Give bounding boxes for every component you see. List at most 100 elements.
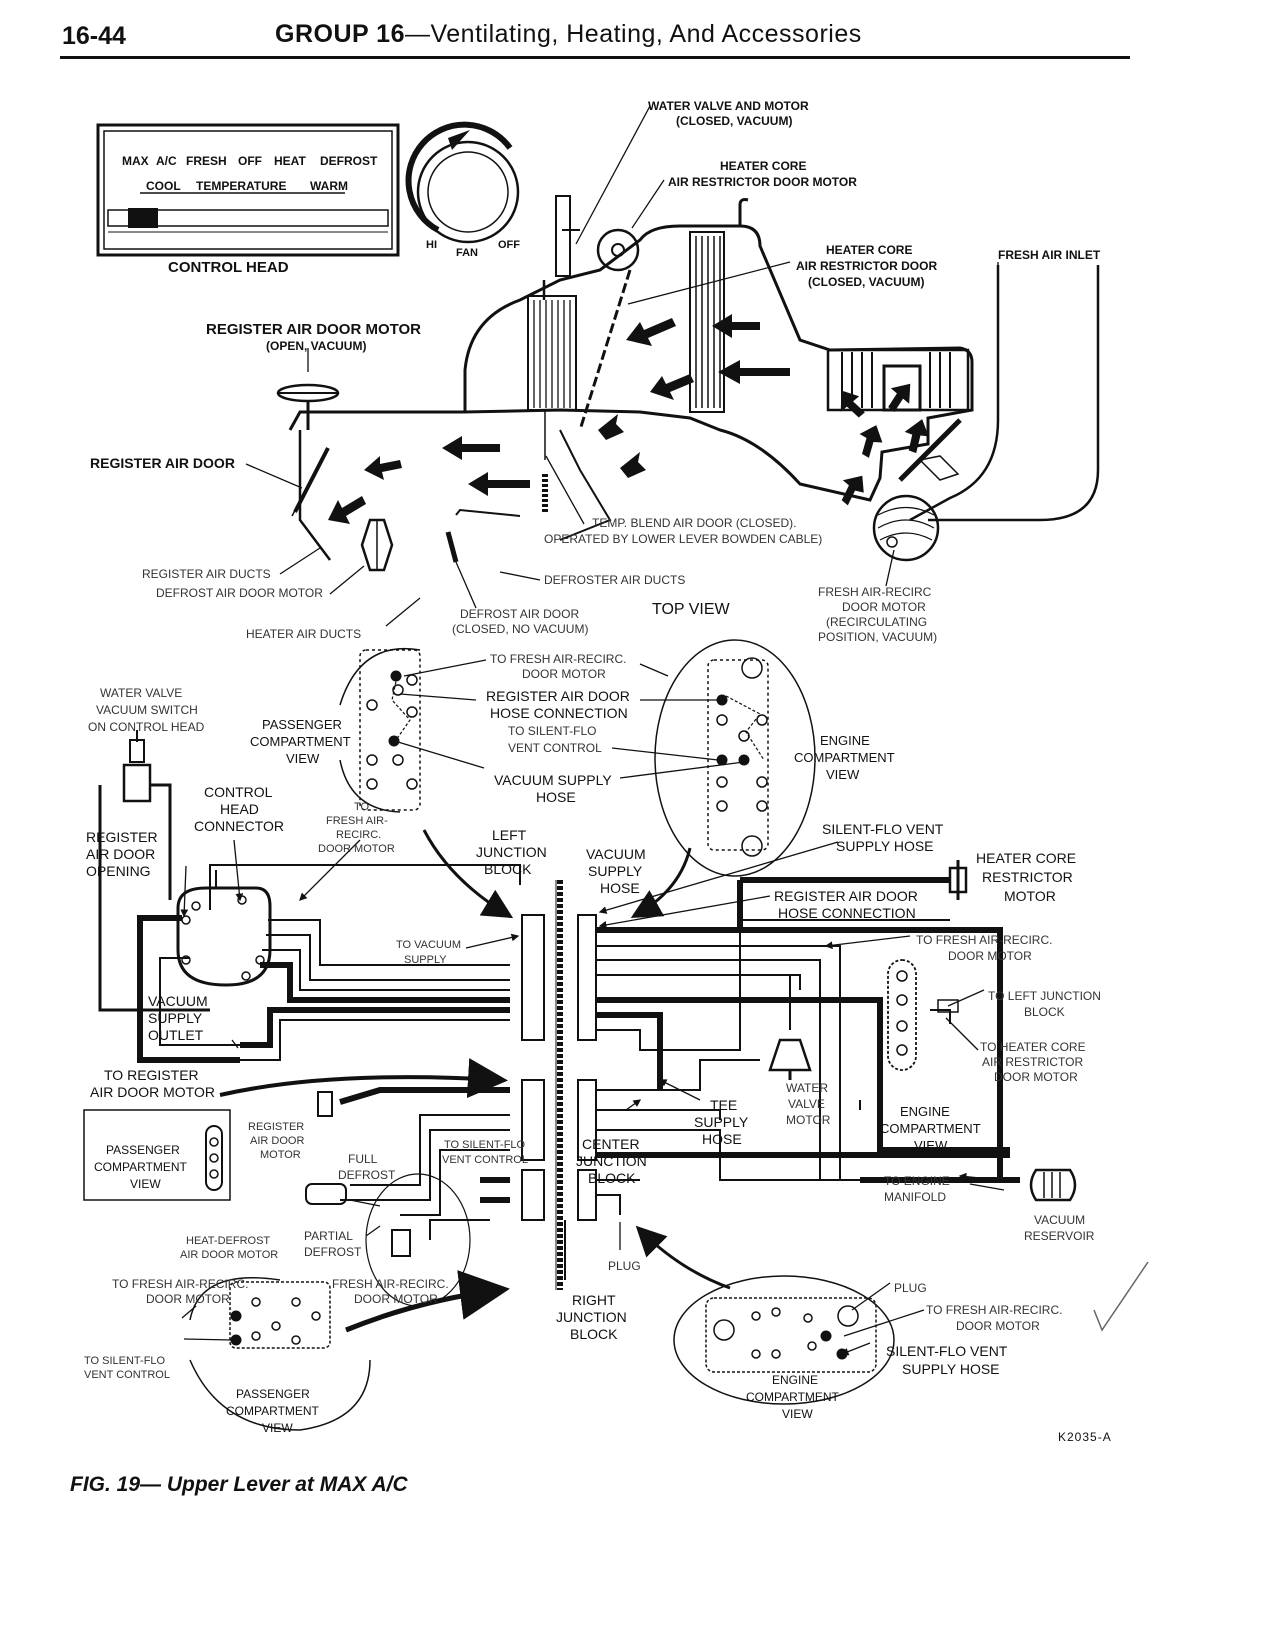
tee-label: TEE xyxy=(710,1097,737,1113)
silent-flo-bottom-sub: SUPPLY HOSE xyxy=(902,1361,1000,1377)
engine-view-bottom-label: ENGINE xyxy=(772,1373,818,1387)
defrost-button-label: DEFROST xyxy=(320,154,378,168)
fresh-recirc-bottom-label: FRESH AIR-RECIRC. xyxy=(332,1277,449,1291)
to-fresh-small-sub2: RECIRC. xyxy=(336,829,381,841)
to-fresh-small-label: TO xyxy=(354,801,370,813)
left-junction-sub: JUNCTION xyxy=(476,844,547,860)
right-junction-label: RIGHT xyxy=(572,1292,616,1308)
right-junction-block-left xyxy=(521,1169,545,1221)
vacuum-supply-label: VACUUM SUPPLY xyxy=(494,772,612,788)
fan-hi-label: HI xyxy=(426,239,437,251)
vacuum-hose-sub2: HOSE xyxy=(600,880,640,896)
full-defrost-label: FULL xyxy=(348,1152,378,1166)
schematic-arrows xyxy=(219,829,861,1333)
dash-panel xyxy=(555,880,563,1290)
heater-core-door-sub: AIR RESTRICTOR DOOR xyxy=(796,259,937,273)
to-silent-bottom-sub: VENT CONTROL xyxy=(84,1369,170,1381)
to-hc-sub2: DOOR MOTOR xyxy=(994,1070,1078,1084)
heat-defrost-sub: AIR DOOR MOTOR xyxy=(180,1249,278,1261)
tee-sub2: HOSE xyxy=(702,1131,742,1147)
register-air-door-label: REGISTER AIR DOOR xyxy=(90,455,235,471)
to-silent-center-label: TO SILENT-FLO xyxy=(444,1139,526,1151)
header-rule xyxy=(60,56,1130,59)
heater-air-ducts-label: HEATER AIR DUCTS xyxy=(246,627,361,641)
hc-restrictor-sub: RESTRICTOR xyxy=(982,869,1073,885)
temp-cool-label: COOL xyxy=(146,179,181,193)
water-motor-label: WATER xyxy=(786,1081,828,1095)
water-valve-switch-sub: VACUUM SWITCH xyxy=(96,703,198,717)
to-register-motor-sub: AIR DOOR MOTOR xyxy=(90,1084,215,1100)
defroster-air-ducts-label: DEFROSTER AIR DUCTS xyxy=(544,573,685,587)
center-junction-sub2: BLOCK xyxy=(588,1170,636,1186)
heat-defrost-label: HEAT-DEFROST xyxy=(186,1235,270,1247)
plug-right-label: PLUG xyxy=(894,1281,927,1295)
schematic-leaders xyxy=(180,839,1005,1356)
full-defrost-sub: DEFROST xyxy=(338,1168,396,1182)
junction-detail-leaders xyxy=(397,659,745,779)
passenger-bottom-sub: COMPARTMENT xyxy=(226,1404,320,1418)
right-junction-sub2: BLOCK xyxy=(570,1326,618,1342)
group-label: GROUP 16 xyxy=(275,20,405,48)
vacuum-hoses xyxy=(137,864,1020,1280)
vacuum-outlet-sub: SUPPLY xyxy=(148,1010,203,1026)
passenger-bottom-sub2: VIEW xyxy=(262,1421,293,1435)
register-air-ducts-label: REGISTER AIR DUCTS xyxy=(142,567,271,581)
vacuum-hose-sub: SUPPLY xyxy=(588,863,643,879)
to-fresh-bottom-right-label: TO FRESH AIR-RECIRC. xyxy=(926,1303,1062,1317)
center-junction-sub: JUNCTION xyxy=(576,1153,647,1169)
register-hose-label: REGISTER AIR DOOR xyxy=(486,688,630,704)
passenger-box-label: PASSENGER xyxy=(106,1143,180,1157)
to-silent-flo-label: TO SILENT-FLO xyxy=(508,724,596,738)
left-junction-block-right xyxy=(577,914,597,1041)
control-head-connector xyxy=(176,886,272,987)
engine-view-label: ENGINE xyxy=(820,733,870,748)
engine-view-sub2: VIEW xyxy=(826,767,860,782)
left-junction-block-left xyxy=(521,914,545,1041)
passenger-bottom-label: PASSENGER xyxy=(236,1387,310,1401)
center-junction-block-right xyxy=(577,1079,597,1161)
vacuum-hose-label: VACUUM xyxy=(586,846,646,862)
partial-defrost-sub: DEFROST xyxy=(304,1245,362,1259)
page-header: GROUP 16—Ventilating, Heating, And Acces… xyxy=(275,20,862,49)
to-fresh-small-sub3: DOOR MOTOR xyxy=(318,843,395,855)
figure-caption: FIG. 19— Upper Lever at MAX A/C xyxy=(70,1473,408,1496)
center-junction-block-left xyxy=(521,1079,545,1161)
to-engine-sub: MANIFOLD xyxy=(884,1190,946,1204)
fan-label: FAN xyxy=(456,247,478,259)
silent-flo-bottom-label: SILENT-FLO VENT xyxy=(886,1343,1008,1359)
to-hc-sub: AIR RESTRICTOR xyxy=(982,1055,1083,1069)
to-vacuum-supply-label: TO VACUUM xyxy=(396,939,461,951)
defrost-air-door-state: (CLOSED, NO VACUUM) xyxy=(452,622,588,636)
fresh-recirc-motor-state2: POSITION, VACUUM) xyxy=(818,630,937,644)
control-head-caption: CONTROL HEAD xyxy=(168,259,289,276)
vacuum-outlet-sub2: OUTLET xyxy=(148,1027,204,1043)
vacuum-reservoir-sub: RESERVOIR xyxy=(1024,1229,1095,1243)
heater-core-door-label: HEATER CORE xyxy=(826,243,912,257)
heat-button-label: HEAT xyxy=(274,154,306,168)
figure-code: K2035-A xyxy=(1058,1430,1112,1444)
to-vacuum-supply-sub: SUPPLY xyxy=(404,954,447,966)
passenger-box-sub2: VIEW xyxy=(130,1177,161,1191)
passenger-view-sub2: VIEW xyxy=(286,751,320,766)
to-fresh-bottom-right-sub: DOOR MOTOR xyxy=(956,1319,1040,1333)
ac-button-label: A/C xyxy=(156,154,177,168)
to-register-motor-label: TO REGISTER xyxy=(104,1067,199,1083)
off-button-label: OFF xyxy=(238,154,262,168)
water-valve-motor-state: (CLOSED, VACUUM) xyxy=(676,114,792,128)
to-hc-label: TO HEATER CORE xyxy=(980,1040,1086,1054)
water-motor-sub: VALVE xyxy=(788,1097,825,1111)
passenger-view-sub: COMPARTMENT xyxy=(250,734,351,749)
engine-view-right-sub2: VIEW xyxy=(914,1138,948,1153)
register-motor-label: REGISTER AIR DOOR MOTOR xyxy=(206,321,421,338)
to-fresh-right-sub: DOOR MOTOR xyxy=(948,949,1032,963)
heater-core-motor-label: HEATER CORE xyxy=(720,159,806,173)
to-left-jb-sub: BLOCK xyxy=(1024,1005,1065,1019)
register-hose-b-label: REGISTER AIR DOOR xyxy=(774,888,918,904)
fresh-button-label: FRESH xyxy=(186,154,227,168)
temp-blend-door-label: TEMP. BLEND AIR DOOR (CLOSED). xyxy=(592,516,797,530)
left-junction-sub2: BLOCK xyxy=(484,861,532,877)
to-fresh-bottom-sub: DOOR MOTOR xyxy=(146,1292,230,1306)
water-valve-switch-label: WATER VALVE xyxy=(100,686,182,700)
to-silent-center-sub: VENT CONTROL xyxy=(442,1154,528,1166)
